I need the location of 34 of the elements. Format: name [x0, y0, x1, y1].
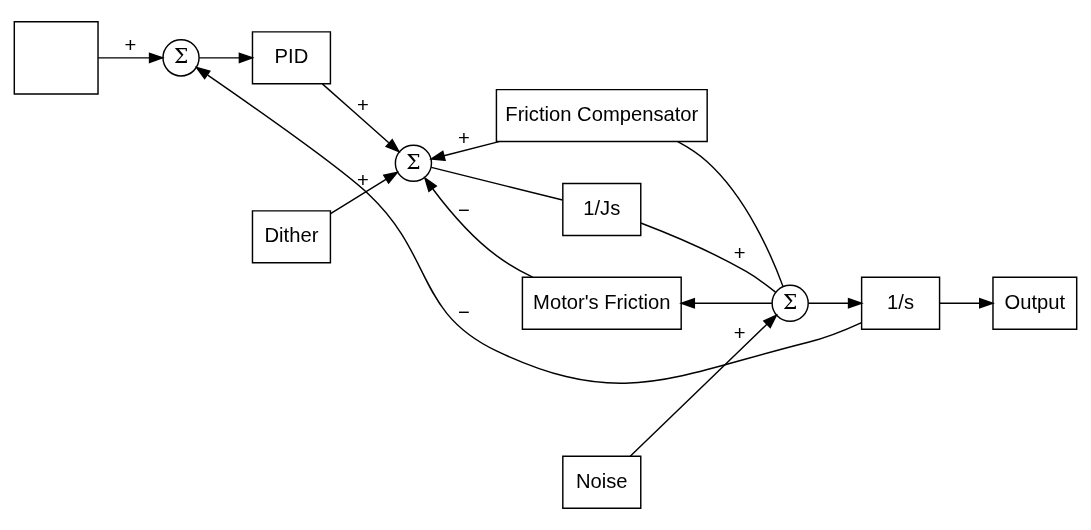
arrow — [679, 297, 773, 309]
node-circle: Σ — [771, 284, 809, 323]
edge-label: − — [458, 198, 470, 221]
node-box: Friction Compensator — [495, 88, 708, 143]
arrow — [329, 171, 400, 215]
arrow — [321, 83, 401, 154]
edge-label: + — [458, 126, 470, 149]
arrow — [423, 176, 534, 278]
arrow — [194, 66, 863, 384]
edge-label: + — [733, 321, 746, 344]
node-box: 1/s — [860, 276, 941, 330]
edge-label: + — [124, 34, 137, 57]
connector — [677, 141, 784, 288]
arrow — [198, 52, 255, 64]
node-circle: Σ — [394, 144, 433, 182]
node-box: Motor's Friction — [521, 276, 682, 330]
node-box: Output — [992, 276, 1078, 330]
edge-label: + — [357, 168, 369, 191]
arrow — [807, 297, 864, 309]
arrow — [629, 313, 778, 457]
node-box: Dither — [251, 210, 332, 264]
node-box: 1/Js — [562, 182, 642, 237]
edge-label: + — [357, 93, 369, 116]
arrow — [429, 140, 500, 161]
arrow — [97, 52, 165, 64]
connector — [640, 222, 777, 293]
node-box: PID — [251, 31, 332, 85]
node-box: Noise — [562, 455, 642, 509]
connector — [430, 166, 564, 201]
edge-label: + — [733, 242, 746, 265]
node-box — [13, 21, 99, 95]
node-circle: Σ — [162, 39, 200, 77]
edge-label: − — [458, 301, 470, 324]
arrow — [939, 297, 995, 309]
